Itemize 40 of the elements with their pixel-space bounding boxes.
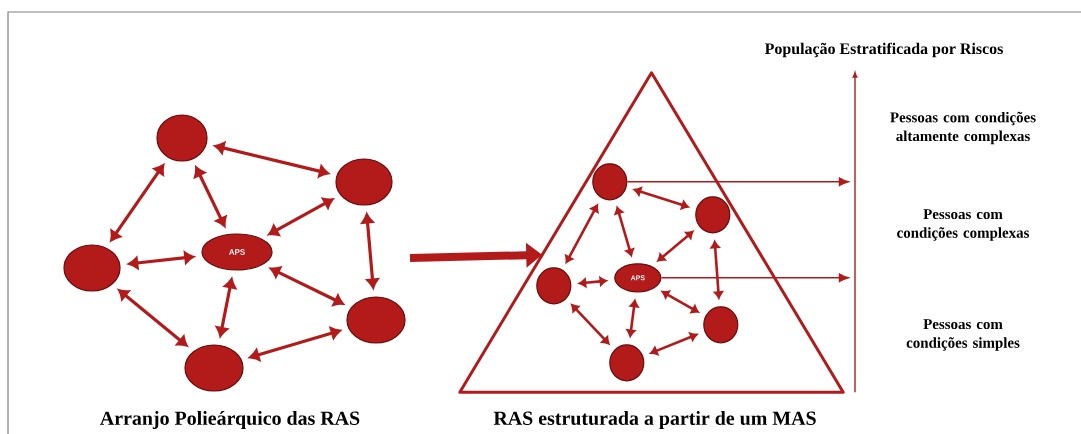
axis-title: População Estratificada por Riscos [764,42,1003,58]
circle [703,306,739,344]
circle [592,163,628,201]
double-arrow [633,187,690,210]
double-arrow [578,276,608,288]
double-arrow [194,166,227,228]
double-arrow [118,289,188,347]
circle [536,267,572,305]
level-label: Pessoas com condições complexas [897,209,1030,241]
circle [695,196,731,234]
double-arrow [626,299,639,338]
double-arrow [571,304,610,345]
double-arrow [128,251,195,270]
double-arrow [215,278,237,338]
arrow [626,177,849,187]
caption: RAS estruturada a partir de um MAS [493,410,816,429]
circle [346,296,406,344]
double-arrow [269,266,344,306]
double-arrow [710,240,724,299]
double-arrow [614,206,635,257]
level-label: Pessoas com condições simples [906,319,1020,351]
circle [156,114,208,162]
double-arrow [361,213,379,289]
circle [184,344,244,392]
double-arrow [564,204,599,264]
circle [63,244,121,292]
circle [335,158,393,206]
double-arrow [268,197,334,236]
caption: Arranjo Polieárquico das RAS [100,410,360,430]
triangle [458,71,845,394]
circle [609,344,645,382]
level-label: Pessoas com condições altamente complexas [890,111,1036,145]
double-arrow [214,141,330,178]
double-arrow [249,326,341,361]
double-arrow [661,290,700,314]
double-arrow [657,230,694,262]
arrow [660,273,849,283]
double-arrow [110,164,165,242]
double-arrow [649,332,698,356]
axis-arrow [852,72,858,393]
